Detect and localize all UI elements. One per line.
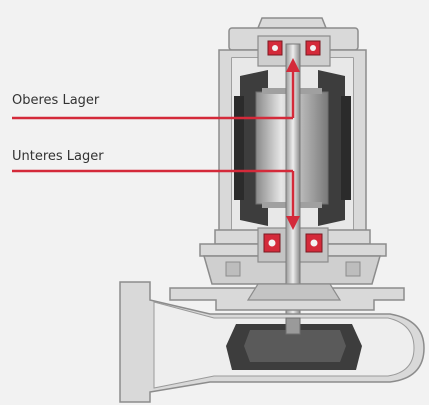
lower-bearing-label: Unteres Lager [12,149,104,164]
lower-bearing-pointer [12,169,300,230]
upper-bearing-label: Oberes Lager [12,93,100,108]
impeller [226,317,362,370]
upper-arrow-head [286,58,300,72]
upper-bearing-pointer [12,58,300,120]
lower-arrow-head [286,216,300,230]
